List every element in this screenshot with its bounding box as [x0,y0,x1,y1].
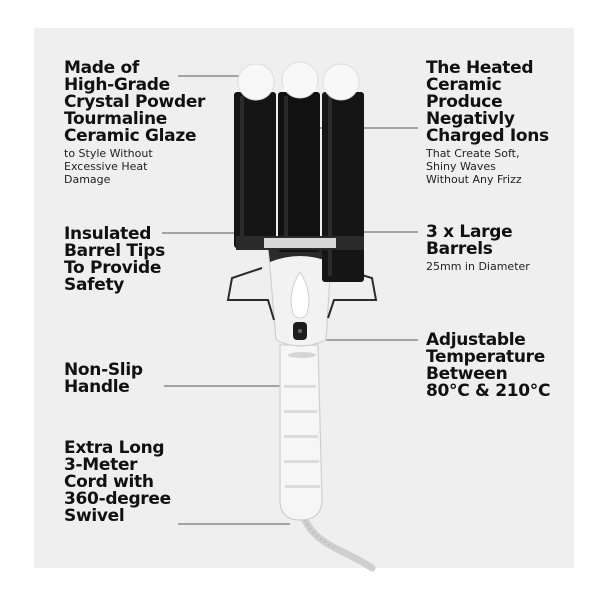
callout-glaze-title: Made of High-Grade Crystal Powder Tourma… [64,58,206,146]
callout-glaze: Made of High-Grade Crystal Powder Tourma… [64,58,206,187]
callout-handle: Non-Slip Handle [64,362,143,396]
callout-ions: The Heated Ceramic Produce Negativly Cha… [426,58,549,187]
callout-ions-title: The Heated Ceramic Produce Negativly Cha… [426,58,549,146]
callout-tips: Insulated Barrel Tips To Provide Safety [64,226,165,294]
callout-glaze-desc: to Style Without Excessive Heat Damage [64,147,153,186]
callout-barrels-title: 3 x Large Barrels [426,222,513,259]
handle [279,344,323,521]
callout-tips-title: Insulated Barrel Tips To Provide Safety [64,224,165,295]
callout-temp: Adjustable Temperature Between 80°C & 21… [426,332,550,400]
callout-handle-title: Non-Slip Handle [64,360,143,397]
callout-cord-title: Extra Long 3-Meter Cord with 360-degree … [64,438,171,526]
callout-ions-desc: That Create Soft, Shiny Waves Without An… [426,147,522,186]
barrel-tips [237,61,360,101]
callout-cord: Extra Long 3-Meter Cord with 360-degree … [64,440,171,525]
callout-barrels: 3 x Large Barrels 25mm in Diameter [426,222,530,274]
callout-temp-title: Adjustable Temperature Between 80°C & 21… [426,330,551,401]
callout-barrels-desc: 25mm in Diameter [426,260,530,273]
barrels [234,92,364,282]
